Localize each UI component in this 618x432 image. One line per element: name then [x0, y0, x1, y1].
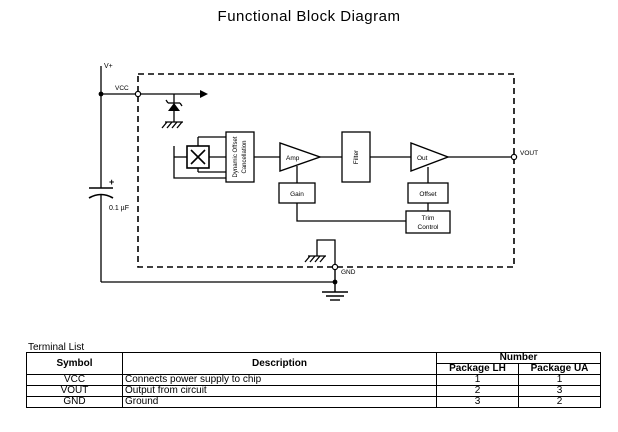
- vout-label: VOUT: [520, 150, 538, 157]
- ground-symbol-icon: [322, 270, 348, 301]
- package-ua-header: Package UA: [517, 363, 602, 375]
- offset-block: [407, 182, 449, 204]
- vcc-junction-dot: [98, 91, 104, 97]
- control-label: Control: [418, 224, 440, 231]
- description-cell: Connects power supply to chip: [122, 374, 437, 386]
- table-row: VOUT Output from circuit 2 3: [26, 385, 602, 397]
- vout-pin-terminal: [510, 153, 518, 161]
- cap-value-label: 0.1 µF: [109, 205, 129, 212]
- hall-element-icon: [190, 149, 206, 165]
- vcc-label: VCC: [115, 85, 129, 92]
- vcc-pin-terminal: [134, 90, 142, 98]
- symbol-cell: GND: [26, 396, 123, 408]
- diagram-title: Functional Block Diagram: [217, 8, 401, 25]
- filter-label: Filter: [353, 149, 360, 164]
- hall-wiring: [173, 136, 226, 179]
- out-label: Out: [417, 155, 428, 162]
- chip-boundary: [137, 73, 515, 268]
- number-header: Number: [435, 352, 602, 364]
- description-cell: Output from circuit: [122, 385, 437, 397]
- cancellation-label: Cancellation: [242, 140, 248, 173]
- gain-block: [278, 182, 316, 204]
- amp-label: Amp: [286, 155, 300, 162]
- gnd-label: GND: [341, 269, 356, 276]
- gnd-pin-terminal: [331, 263, 339, 271]
- zener-protection: [141, 93, 200, 129]
- terminal-list-table: Symbol Description Number Package LH Pac…: [26, 352, 602, 408]
- supply-rail: [100, 66, 335, 283]
- gain-label: Gain: [290, 191, 304, 198]
- supply-arrow-icon: [200, 90, 208, 98]
- trim-control-block: [405, 210, 451, 234]
- table-row: VCC Connects power supply to chip 1 1: [26, 374, 602, 386]
- terminal-list-caption: Terminal List: [28, 342, 85, 353]
- amp-block: [279, 142, 323, 172]
- block-diagram: V+ VCC + 0.1 µF Dynamic Offset: [88, 63, 538, 301]
- cap-polarity-label: +: [109, 177, 114, 187]
- zener-diode-icon: [168, 103, 180, 111]
- package-ua-cell: 2: [517, 396, 602, 408]
- package-lh-cell: 2: [436, 385, 519, 397]
- package-ua-cell: 3: [517, 385, 602, 397]
- symbol-header: Symbol: [26, 352, 123, 375]
- dynamic-offset-block: [225, 131, 255, 183]
- description-header: Description: [122, 352, 437, 375]
- package-lh-cell: 1: [436, 374, 519, 386]
- description-cell: Ground: [122, 396, 437, 408]
- filter-block: [341, 131, 371, 183]
- bypass-capacitor: [88, 187, 114, 199]
- package-ua-cell: 1: [517, 374, 602, 386]
- table-row: GND Ground 3 2: [26, 396, 602, 408]
- vplus-label: V+: [104, 63, 113, 70]
- symbol-cell: VOUT: [26, 385, 123, 397]
- signal-path: [254, 156, 512, 222]
- dynamic-offset-label: Dynamic Offset: [233, 136, 239, 177]
- out-block: [410, 141, 450, 173]
- package-lh-cell: 3: [436, 396, 519, 408]
- offset-label: Offset: [419, 191, 436, 198]
- internal-ground: [304, 239, 336, 264]
- package-lh-header: Package LH: [436, 363, 519, 375]
- symbol-cell: VCC: [26, 374, 123, 386]
- trim-label: Trim: [422, 215, 435, 222]
